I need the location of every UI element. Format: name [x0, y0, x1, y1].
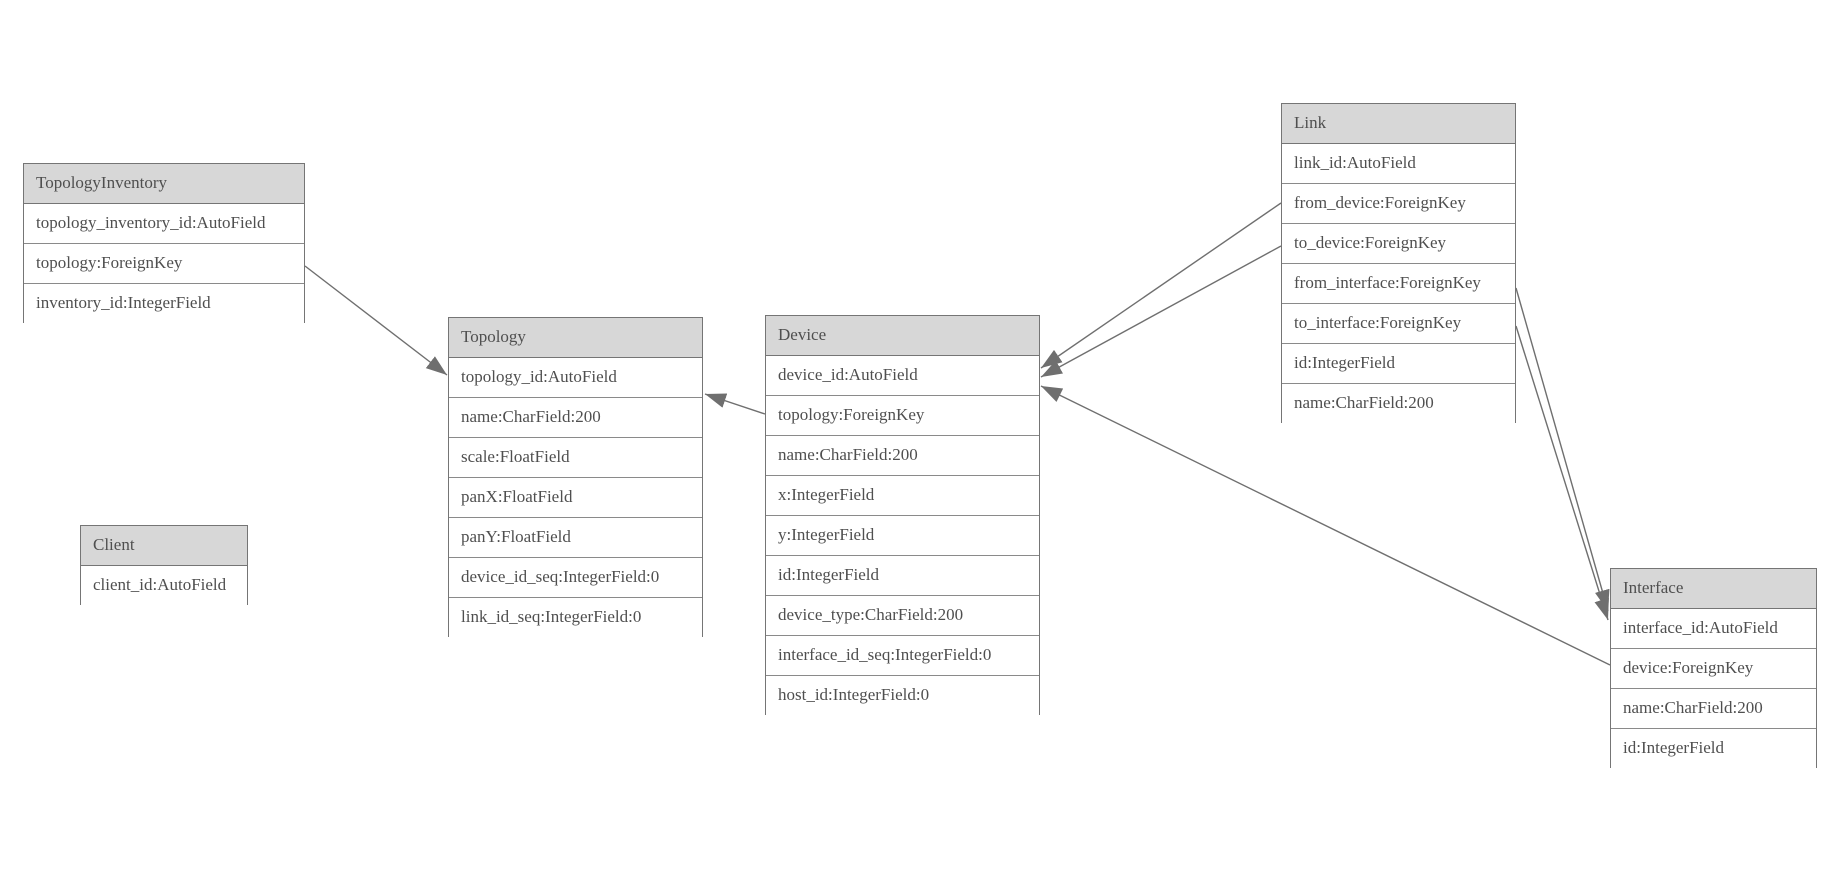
entity-field-row: interface_id:AutoField [1611, 609, 1816, 649]
entity-header: Link [1282, 104, 1515, 144]
entity-field-row: topology:ForeignKey [24, 244, 304, 284]
entity-field-row: scale:FloatField [449, 438, 702, 478]
entity-field-row: device:ForeignKey [1611, 649, 1816, 689]
entity-field-row: inventory_id:IntegerField [24, 284, 304, 324]
entity-field-row: interface_id_seq:IntegerField:0 [766, 636, 1039, 676]
entity-field-row: x:IntegerField [766, 476, 1039, 516]
entity-header: Device [766, 316, 1039, 356]
entity-field-row: to_interface:ForeignKey [1282, 304, 1515, 344]
relationship-edge [1040, 202, 1282, 369]
entity-field-row: name:CharField:200 [1611, 689, 1816, 729]
entity-field-row: topology:ForeignKey [766, 396, 1039, 436]
entity-field-row: to_device:ForeignKey [1282, 224, 1515, 264]
entity-field-row: device_id_seq:IntegerField:0 [449, 558, 702, 598]
entity-field-row: panY:FloatField [449, 518, 702, 558]
entity-header: TopologyInventory [24, 164, 304, 204]
relationship-edge [1040, 385, 1611, 666]
relationship-edge [704, 393, 766, 415]
entity-field-row: name:CharField:200 [766, 436, 1039, 476]
entity-field-row: name:CharField:200 [1282, 384, 1515, 424]
entity-field-row: topology_inventory_id:AutoField [24, 204, 304, 244]
relationship-edge [1040, 245, 1282, 378]
entity-field-row: link_id_seq:IntegerField:0 [449, 598, 702, 638]
entity-field-row: id:IntegerField [1611, 729, 1816, 769]
entity-field-row: id:IntegerField [766, 556, 1039, 596]
entity-header: Topology [449, 318, 702, 358]
entity-field-row: y:IntegerField [766, 516, 1039, 556]
entity-field-row: name:CharField:200 [449, 398, 702, 438]
entity-field-row: link_id:AutoField [1282, 144, 1515, 184]
entity-field-row: host_id:IntegerField:0 [766, 676, 1039, 716]
entity-field-row: device_type:CharField:200 [766, 596, 1039, 636]
entity-field-row: client_id:AutoField [81, 566, 247, 606]
entity-field-row: id:IntegerField [1282, 344, 1515, 384]
relationship-edge [1515, 287, 1610, 612]
relationship-edge [304, 265, 448, 376]
relationship-edge [1515, 325, 1609, 621]
entity-header: Client [81, 526, 247, 566]
entity-field-row: panX:FloatField [449, 478, 702, 518]
entity-header: Interface [1611, 569, 1816, 609]
entity-field-row: from_interface:ForeignKey [1282, 264, 1515, 304]
entity-field-row: from_device:ForeignKey [1282, 184, 1515, 224]
entity-field-row: topology_id:AutoField [449, 358, 702, 398]
entity-field-row: device_id:AutoField [766, 356, 1039, 396]
